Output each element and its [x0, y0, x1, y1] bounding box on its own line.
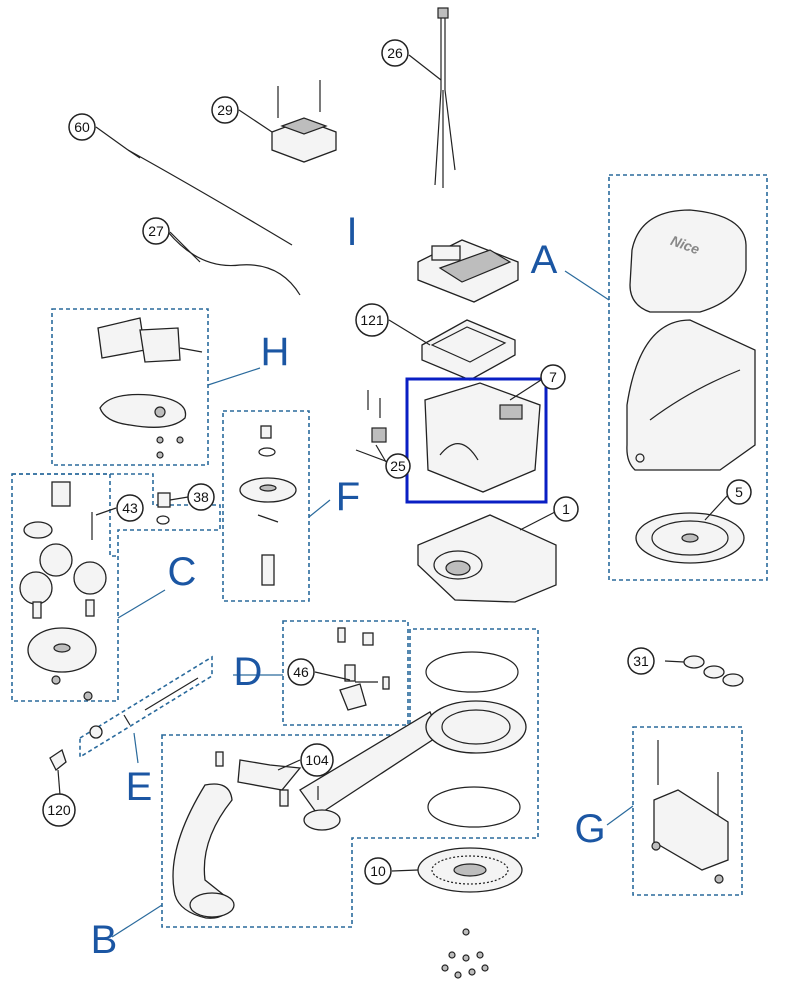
part-b-arms: [172, 651, 527, 919]
part-27-cable: [167, 231, 301, 296]
part-26-wire-harness: [434, 7, 456, 188]
part-h-motor: [97, 317, 203, 459]
leader-104: [277, 759, 301, 771]
leader-10: [391, 869, 419, 872]
svg-text:46: 46: [293, 664, 309, 680]
part-d-small-parts: [337, 627, 390, 711]
svg-text:1: 1: [562, 501, 570, 517]
callout-31: 31: [627, 647, 655, 675]
leader-g: [606, 805, 634, 826]
leader-26: [408, 54, 442, 81]
leader-31: [664, 660, 685, 663]
svg-text:38: 38: [193, 489, 209, 505]
svg-text:104: 104: [305, 752, 329, 768]
svg-text:121: 121: [360, 312, 384, 328]
svg-text:5: 5: [735, 484, 743, 500]
callout-60: 60: [68, 113, 96, 141]
callout-104: 104: [300, 743, 334, 777]
callout-27: 27: [142, 217, 170, 245]
callout-26: 26: [381, 39, 409, 67]
part-a-top-cover: Nice: [629, 209, 747, 313]
leader-46: [314, 671, 351, 681]
part-1-base: [417, 514, 557, 603]
callout-120: 120: [42, 793, 76, 827]
group-label-a: A: [531, 238, 558, 282]
svg-text:60: 60: [74, 119, 90, 135]
group-e-outline: [79, 655, 213, 759]
leader-25: [375, 444, 387, 463]
part-g-bracket: [651, 740, 729, 884]
callout-46: 46: [287, 658, 315, 686]
svg-text:120: 120: [47, 802, 71, 818]
callout-1: 1: [553, 496, 579, 522]
group-label-e: E: [126, 765, 153, 809]
leader-121: [388, 319, 431, 346]
part-e-shaft: [89, 677, 199, 739]
part-121-tray: [421, 319, 516, 381]
group-label-b: B: [91, 918, 118, 962]
leader-f: [308, 499, 331, 518]
part-control-board: [417, 239, 519, 303]
group-label-d: D: [234, 650, 263, 694]
group-label-f: F: [336, 475, 360, 519]
leader-5: [704, 494, 729, 521]
svg-text:43: 43: [122, 500, 138, 516]
part-10-encoder-disc: [417, 847, 523, 893]
part-120-clip: [49, 748, 67, 772]
callout-10: 10: [364, 857, 392, 885]
svg-text:31: 31: [633, 653, 649, 669]
callout-7: 7: [540, 364, 566, 390]
part-c-gears: [19, 481, 107, 701]
part-29-transformer: [271, 80, 337, 163]
group-label-i: I: [346, 210, 357, 254]
leader-7: [509, 379, 542, 401]
part-60-rod: [127, 149, 293, 246]
leader-e: [133, 732, 139, 764]
part-5-disc: [635, 512, 745, 564]
leader-b: [111, 904, 163, 938]
callout-38: 38: [187, 483, 215, 511]
group-label-g: G: [574, 807, 605, 851]
callout-5: 5: [726, 479, 752, 505]
callout-25: 25: [385, 453, 411, 479]
group-b-outline: [161, 628, 539, 928]
group-c-inner: [12, 473, 118, 557]
part-31-washers: [683, 655, 744, 687]
part-a-housing: [626, 319, 756, 471]
svg-text:25: 25: [390, 458, 406, 474]
leader-120: [57, 769, 61, 796]
svg-text:29: 29: [217, 102, 233, 118]
leader-c: [117, 589, 166, 619]
svg-text:10: 10: [370, 863, 386, 879]
leader-43: [95, 507, 117, 516]
part-f-gear-assembly: [239, 425, 297, 586]
group-d-outline: [282, 620, 409, 726]
group-a-outline: [608, 174, 768, 581]
part-38-pinion: [156, 492, 171, 525]
callout-29: 29: [211, 96, 239, 124]
svg-text:26: 26: [387, 45, 403, 61]
leader-1: [519, 511, 556, 531]
group-label-c: C: [168, 550, 197, 594]
svg-text:7: 7: [549, 369, 557, 385]
group-label-h: H: [261, 330, 290, 374]
leader-60: [95, 126, 129, 151]
leader-27: [169, 231, 201, 263]
svg-text:27: 27: [148, 223, 164, 239]
part-7-inner-cover: [424, 382, 541, 493]
leader-h: [207, 367, 261, 386]
highlight-box-part-7: [405, 377, 548, 504]
group-g-outline: [632, 726, 743, 896]
group-f-outline: [222, 410, 310, 602]
part-25-limit-switch: [355, 390, 389, 463]
leader-29: [238, 109, 273, 133]
leader-38: [169, 496, 189, 501]
callout-121: 121: [355, 303, 389, 337]
group-h-outline: [51, 308, 209, 466]
leader-a: [564, 270, 610, 301]
screw-set: [441, 928, 489, 979]
callout-43: 43: [116, 494, 144, 522]
